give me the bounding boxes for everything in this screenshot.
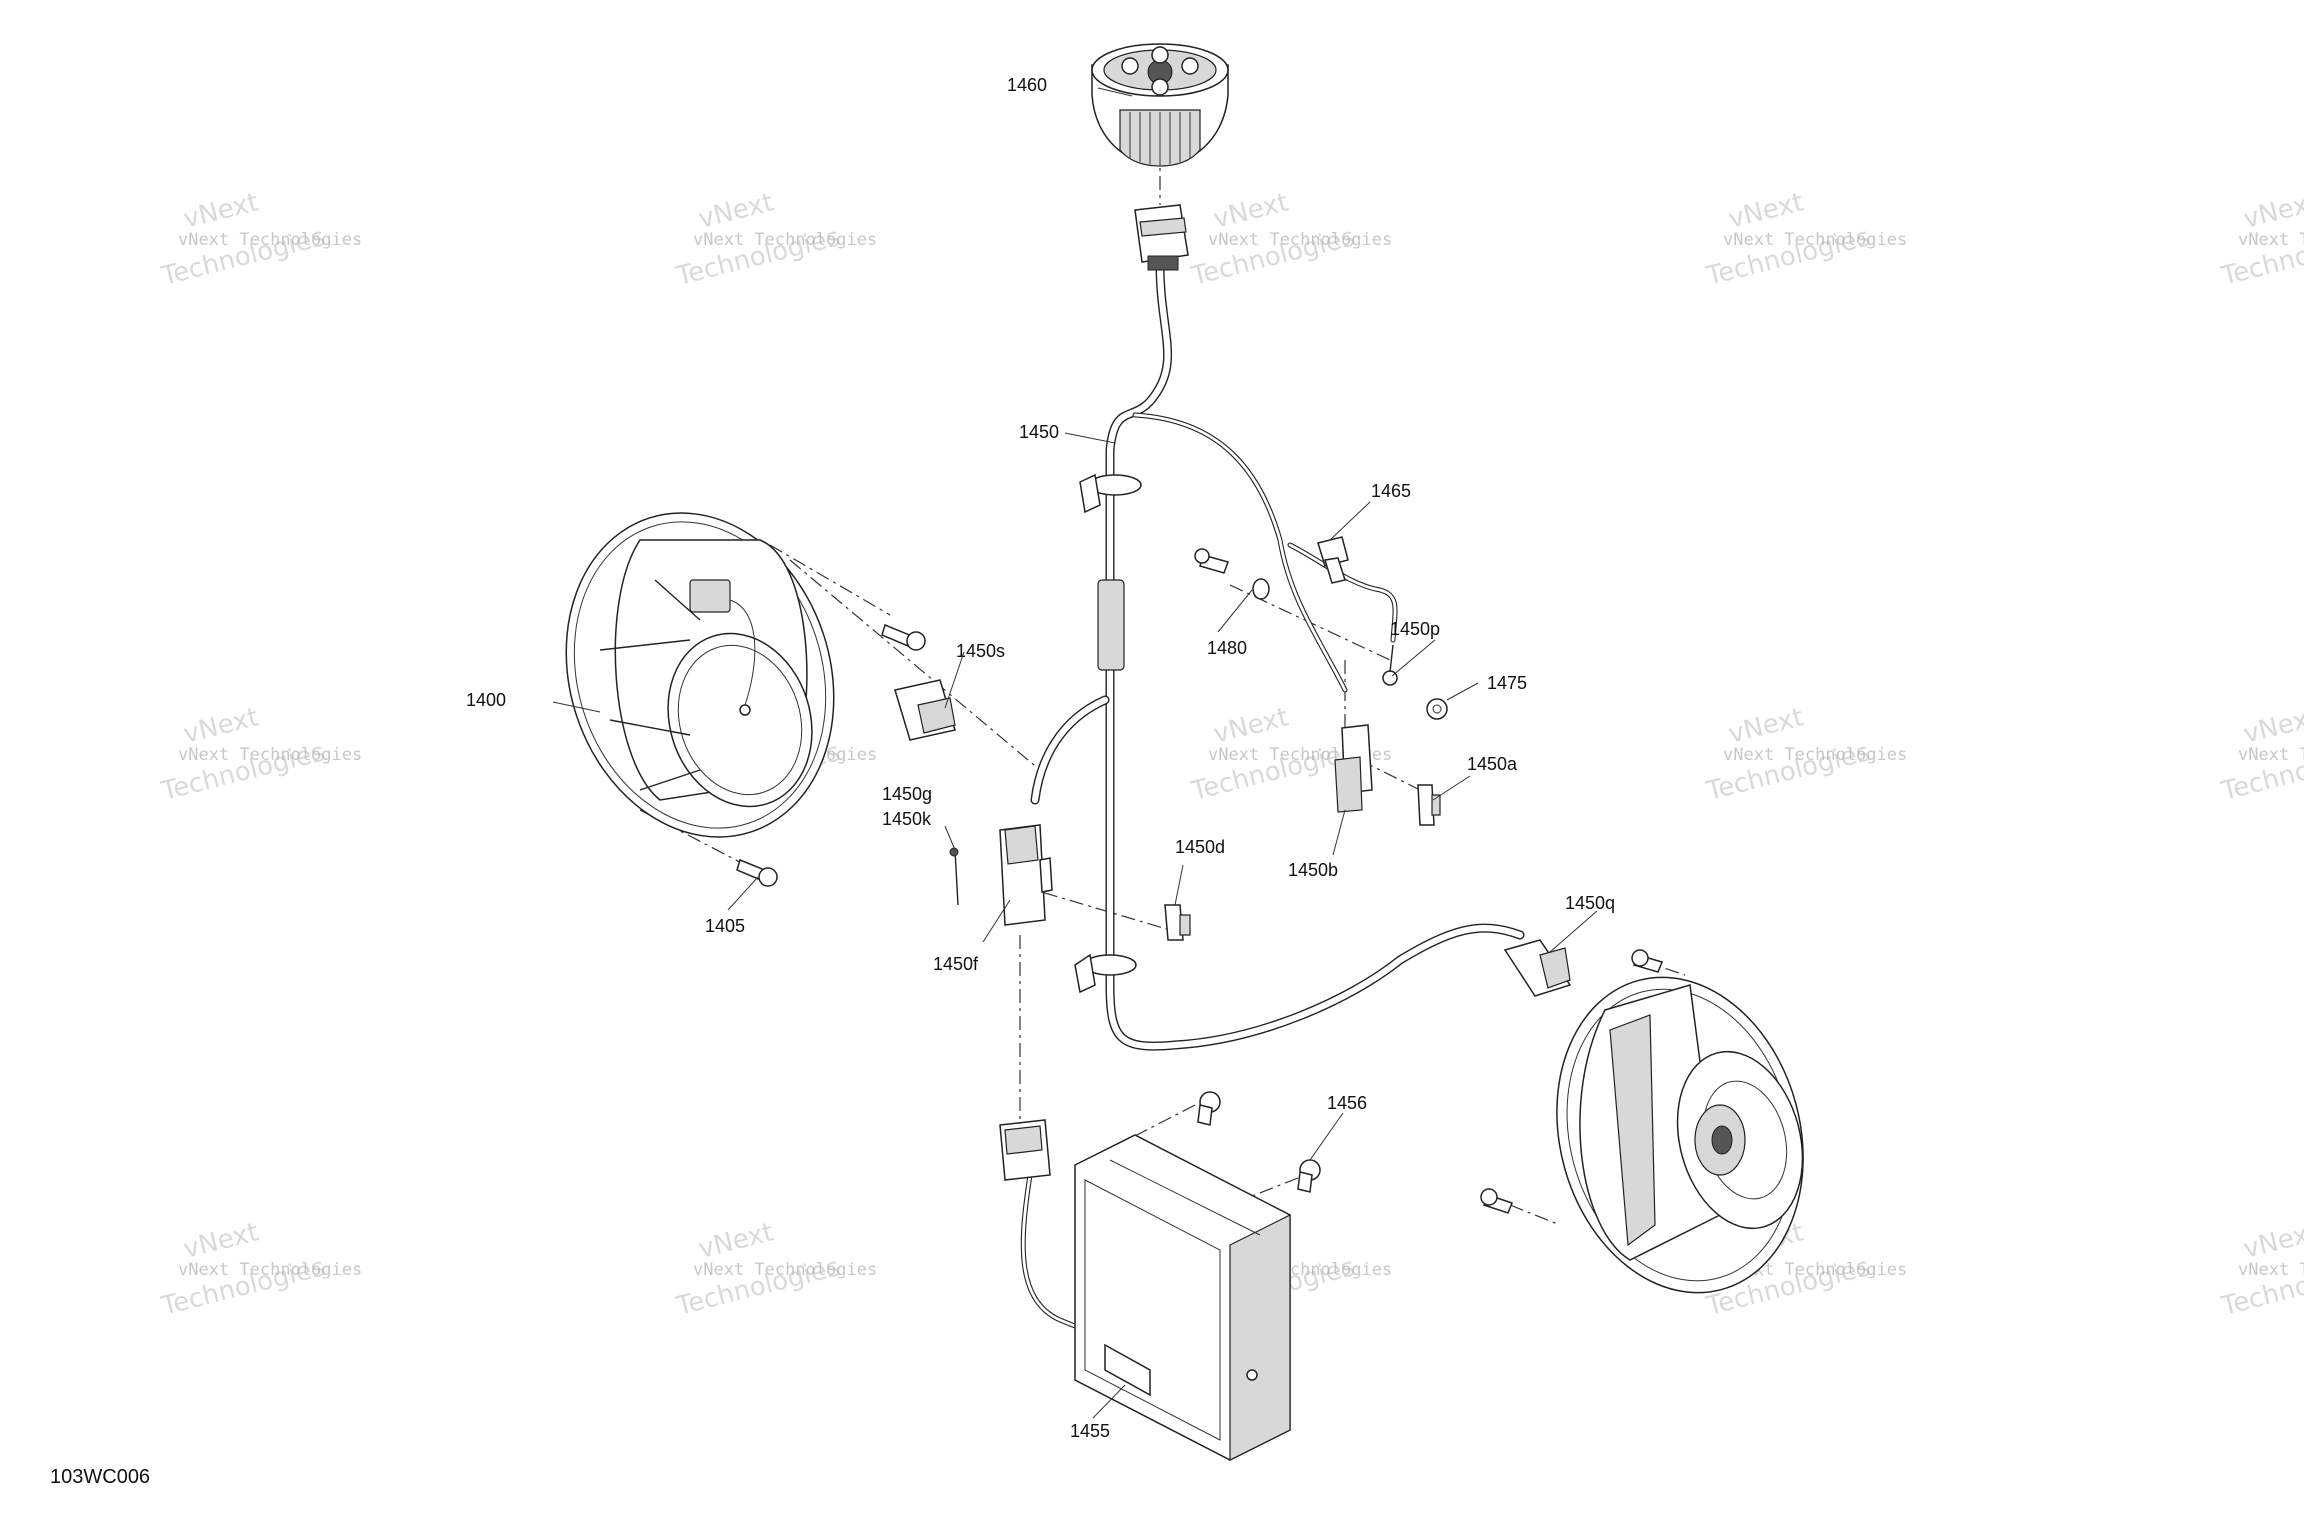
label-1450p: 1450p bbox=[1390, 619, 1440, 639]
watermark-line2: vNext Technologies bbox=[693, 230, 877, 250]
label-1456: 1456 bbox=[1327, 1093, 1367, 1113]
connector-1450s bbox=[894, 679, 956, 741]
watermark-line1: vNext bbox=[181, 1217, 262, 1264]
label-1400: 1400 bbox=[466, 690, 506, 710]
watermark: vNext vNext Technologies Technologies bbox=[2218, 702, 2304, 807]
watermark-line2: vNext Technologies bbox=[2238, 230, 2304, 250]
terminal-pin-1450g bbox=[949, 847, 959, 906]
watermark-line1: vNext bbox=[1211, 702, 1292, 749]
watermark: vNext vNext Technologies Technologies bbox=[2218, 1217, 2304, 1322]
push-clip-1465 bbox=[1317, 536, 1349, 584]
assembly-line bbox=[769, 544, 891, 616]
watermark-line2: vNext Technologies bbox=[178, 230, 362, 250]
amplifier-connector bbox=[1104, 1343, 1151, 1397]
watermark-line1: vNext bbox=[2241, 702, 2304, 749]
screw-right-upper bbox=[1631, 949, 1664, 973]
watermark: vNext vNext Technologies Technologies bbox=[158, 702, 363, 807]
watermark-line2: vNext Technologies bbox=[1208, 230, 1392, 250]
button-icon bbox=[1121, 57, 1139, 75]
label-1465: 1465 bbox=[1371, 481, 1411, 501]
connector-lock-1450d bbox=[1164, 904, 1191, 941]
watermark-line1: vNext bbox=[2241, 187, 2304, 234]
watermark: vNext vNext Technologies Technologies bbox=[1188, 187, 1393, 292]
watermark-line1: vNext bbox=[181, 187, 262, 234]
label-1450s: 1450s bbox=[956, 641, 1005, 661]
connector-lock-1450a bbox=[1417, 784, 1441, 826]
speaker-terminal bbox=[689, 579, 731, 613]
screw-1480 bbox=[1194, 548, 1270, 600]
button-icon bbox=[1151, 78, 1169, 96]
label-1450d: 1450d bbox=[1175, 837, 1225, 857]
screw-1405 bbox=[736, 858, 778, 887]
watermark-line1: vNext bbox=[1726, 187, 1807, 234]
label-1405: 1405 bbox=[705, 916, 745, 936]
button-icon bbox=[1151, 46, 1169, 64]
label-1450g: 1450g bbox=[882, 784, 932, 804]
label-1450f: 1450f bbox=[933, 954, 979, 974]
watermark-line2: vNext Technologies bbox=[1723, 230, 1907, 250]
watermark-line1: vNext bbox=[1211, 187, 1292, 234]
watermark-line2: vNext Technologies bbox=[1723, 745, 1907, 765]
watermark: vNext vNext Technologies Technologies bbox=[158, 1217, 363, 1322]
connector-upper bbox=[1134, 204, 1189, 271]
assembly-line bbox=[1509, 1204, 1561, 1226]
nut-1475 bbox=[1426, 698, 1448, 720]
watermark: vNext vNext Technologies Technologies bbox=[673, 187, 878, 292]
screw-1456-upper bbox=[1197, 1091, 1221, 1126]
watermark-line2: vNext Technologies bbox=[2238, 1260, 2304, 1280]
label-1475: 1475 bbox=[1487, 673, 1527, 693]
watermark-line1: vNext bbox=[1726, 702, 1807, 749]
label-1450k: 1450k bbox=[882, 809, 932, 829]
watermark-line1: vNext bbox=[696, 187, 777, 234]
speaker-right bbox=[1556, 976, 1804, 1294]
button-icon bbox=[1181, 57, 1199, 75]
watermark-line2: vNext Technologies bbox=[1723, 1260, 1907, 1280]
watermark-line2: vNext Technologies bbox=[178, 745, 362, 765]
screw-1456-lower bbox=[1297, 1159, 1321, 1193]
connector-1450b bbox=[1334, 724, 1373, 813]
label-1450q: 1450q bbox=[1565, 893, 1615, 913]
watermark: vNext vNext Technologies Technologies bbox=[1703, 702, 1908, 807]
assembly-line bbox=[789, 559, 1041, 771]
screw-1405 bbox=[881, 623, 926, 651]
part-labels: 1460 1450 1465 1480 1450p 1475 1450s 140… bbox=[466, 75, 1615, 1441]
watermark: vNext vNext Technologies Technologies bbox=[158, 187, 363, 292]
watermark-line2: vNext Technologies bbox=[178, 1260, 362, 1280]
harness-sleeve bbox=[1097, 579, 1125, 671]
control-unit-1460 bbox=[1091, 43, 1229, 167]
watermark-line2: vNext Technologies bbox=[2238, 745, 2304, 765]
connector-amp-lead bbox=[999, 1119, 1051, 1181]
watermark: vNext vNext Technologies Technologies bbox=[673, 1217, 878, 1322]
watermark-layer: vNext vNext Technologies Technologies vN… bbox=[158, 187, 2304, 1322]
label-1455: 1455 bbox=[1070, 1421, 1110, 1441]
connector-1450f bbox=[999, 824, 1053, 926]
watermark-line1: vNext bbox=[181, 702, 262, 749]
speaker-1400 bbox=[565, 512, 835, 838]
leader-lines bbox=[552, 87, 1598, 1419]
watermark: vNext vNext Technologies Technologies bbox=[2218, 187, 2304, 292]
label-1460: 1460 bbox=[1007, 75, 1047, 95]
diagram-code: 103WC006 bbox=[50, 1466, 151, 1488]
watermark-line1: vNext bbox=[2241, 1217, 2304, 1264]
label-1450b: 1450b bbox=[1288, 860, 1338, 880]
watermark-line2: vNext Technologies bbox=[693, 1260, 877, 1280]
screw-right-lower bbox=[1480, 1188, 1513, 1214]
connector-1450q bbox=[1503, 939, 1572, 997]
label-1480: 1480 bbox=[1207, 638, 1247, 658]
harness-clip bbox=[1074, 953, 1137, 994]
harness-clip bbox=[1079, 473, 1142, 514]
watermark: vNext vNext Technologies Technologies bbox=[1703, 187, 1908, 292]
label-1450: 1450 bbox=[1019, 422, 1059, 442]
label-1450a: 1450a bbox=[1467, 754, 1518, 774]
watermark-line1: vNext bbox=[696, 1217, 777, 1264]
ring-terminal-1450p bbox=[1382, 644, 1398, 686]
assembly-line bbox=[1091, 1104, 1196, 1159]
amplifier-1455 bbox=[1074, 1134, 1291, 1461]
